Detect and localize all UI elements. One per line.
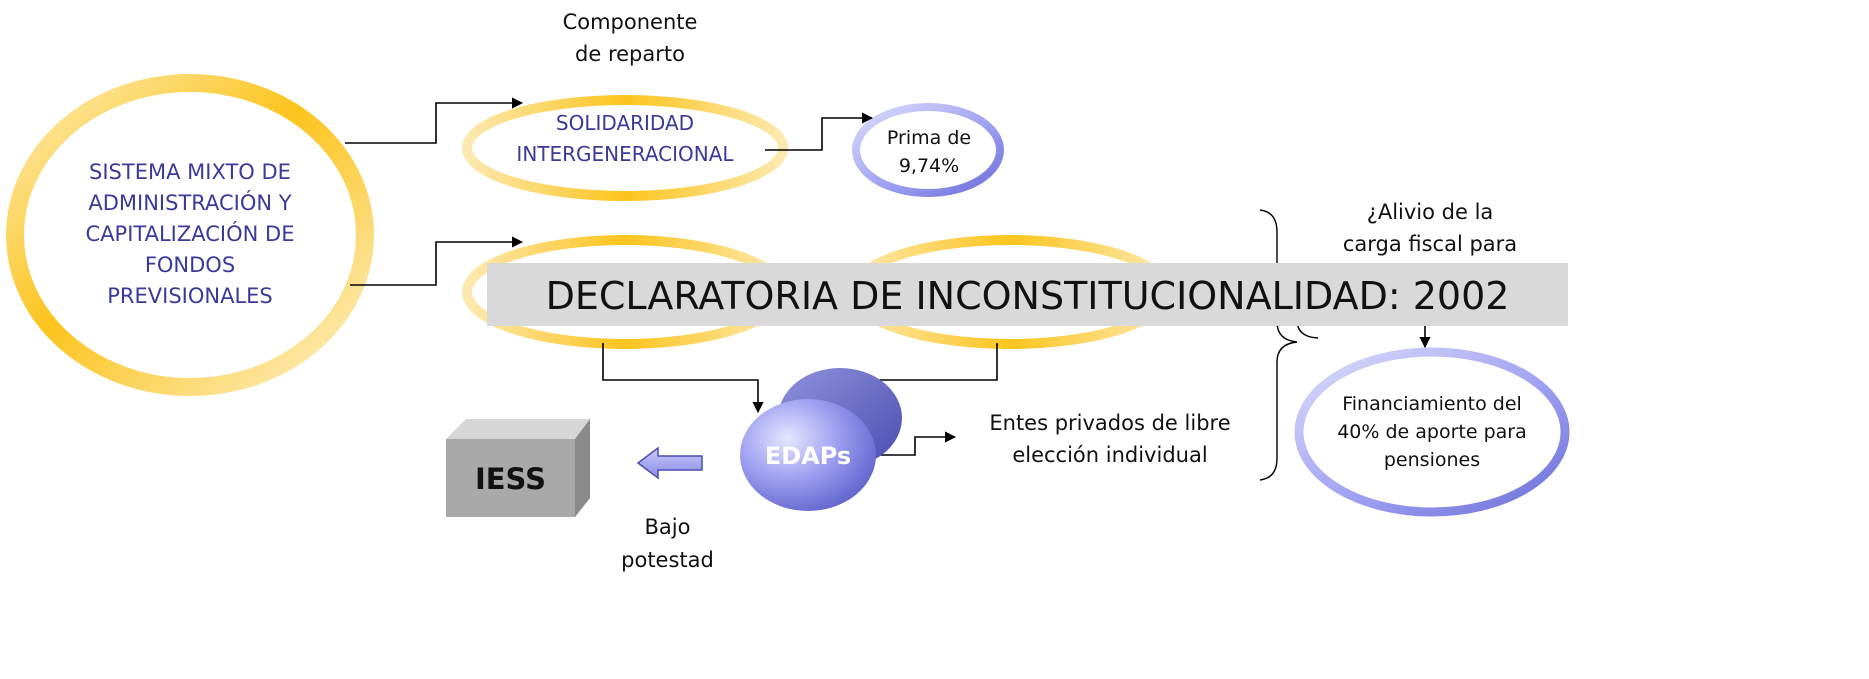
main-system-label: SISTEMA MIXTO DE ADMINISTRACIÓN Y CAPITA… bbox=[85, 160, 295, 308]
connector-edaps-to-private bbox=[873, 431, 957, 456]
edaps-label: EDAPs bbox=[764, 442, 852, 470]
left-brace bbox=[1259, 209, 1298, 481]
premium-ellipse bbox=[852, 103, 1004, 197]
connector-main-to-solidarity bbox=[345, 97, 524, 144]
connector-solidarity-to-premium bbox=[765, 112, 874, 151]
fiscal-relief-label: ¿Alivio de la carga fiscal para bbox=[1342, 200, 1518, 256]
edaps-sphere bbox=[740, 399, 876, 511]
under-authority-label: Bajo potestad bbox=[621, 515, 714, 572]
solidarity-label: SOLIDARIDAD INTERGENERACIONAL bbox=[516, 111, 734, 166]
component-label: Componente de reparto bbox=[562, 10, 698, 66]
connector-left-to-edaps bbox=[602, 343, 764, 414]
connector-main-to-capitalization bbox=[350, 236, 524, 286]
left-arrow-icon bbox=[636, 446, 703, 480]
premium-label: Prima de 9,74% bbox=[886, 127, 972, 177]
main-system-ellipse bbox=[6, 74, 374, 396]
banner-text: DECLARATORIA DE INCONSTITUCIONALIDAD: 20… bbox=[545, 274, 1510, 318]
financing-ellipse bbox=[1294, 347, 1570, 517]
solidarity-ellipse bbox=[462, 95, 788, 201]
private-entities-label: Entes privados de libre elección individ… bbox=[989, 411, 1231, 467]
iess-box bbox=[446, 419, 590, 517]
unconstitutionality-banner bbox=[487, 263, 1568, 326]
iess-label: IESS bbox=[474, 462, 547, 496]
financing-label: Financiamiento del 40% de aporte para pe… bbox=[1337, 393, 1527, 471]
